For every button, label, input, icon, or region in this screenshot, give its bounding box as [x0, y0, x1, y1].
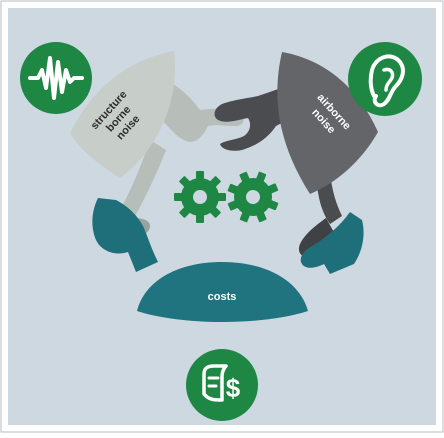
svg-text:$: $: [226, 373, 241, 403]
teal-hand-left: [92, 198, 158, 272]
costs-label: costs: [208, 291, 237, 303]
gears-icon: [174, 171, 279, 223]
costs-segment: [137, 262, 308, 322]
airborne-noise-segment: [277, 52, 378, 194]
ear-icon: [348, 42, 422, 116]
vibration-waveform-icon: [20, 42, 92, 114]
grey-hand-top: [150, 72, 244, 142]
grey-arm-left: [118, 140, 166, 222]
teal-hand-right: [300, 212, 364, 274]
teal-handshake: [92, 198, 364, 274]
structure-borne-noise-segment: [70, 51, 176, 178]
invoice-dollar-icon: $: [186, 349, 258, 421]
